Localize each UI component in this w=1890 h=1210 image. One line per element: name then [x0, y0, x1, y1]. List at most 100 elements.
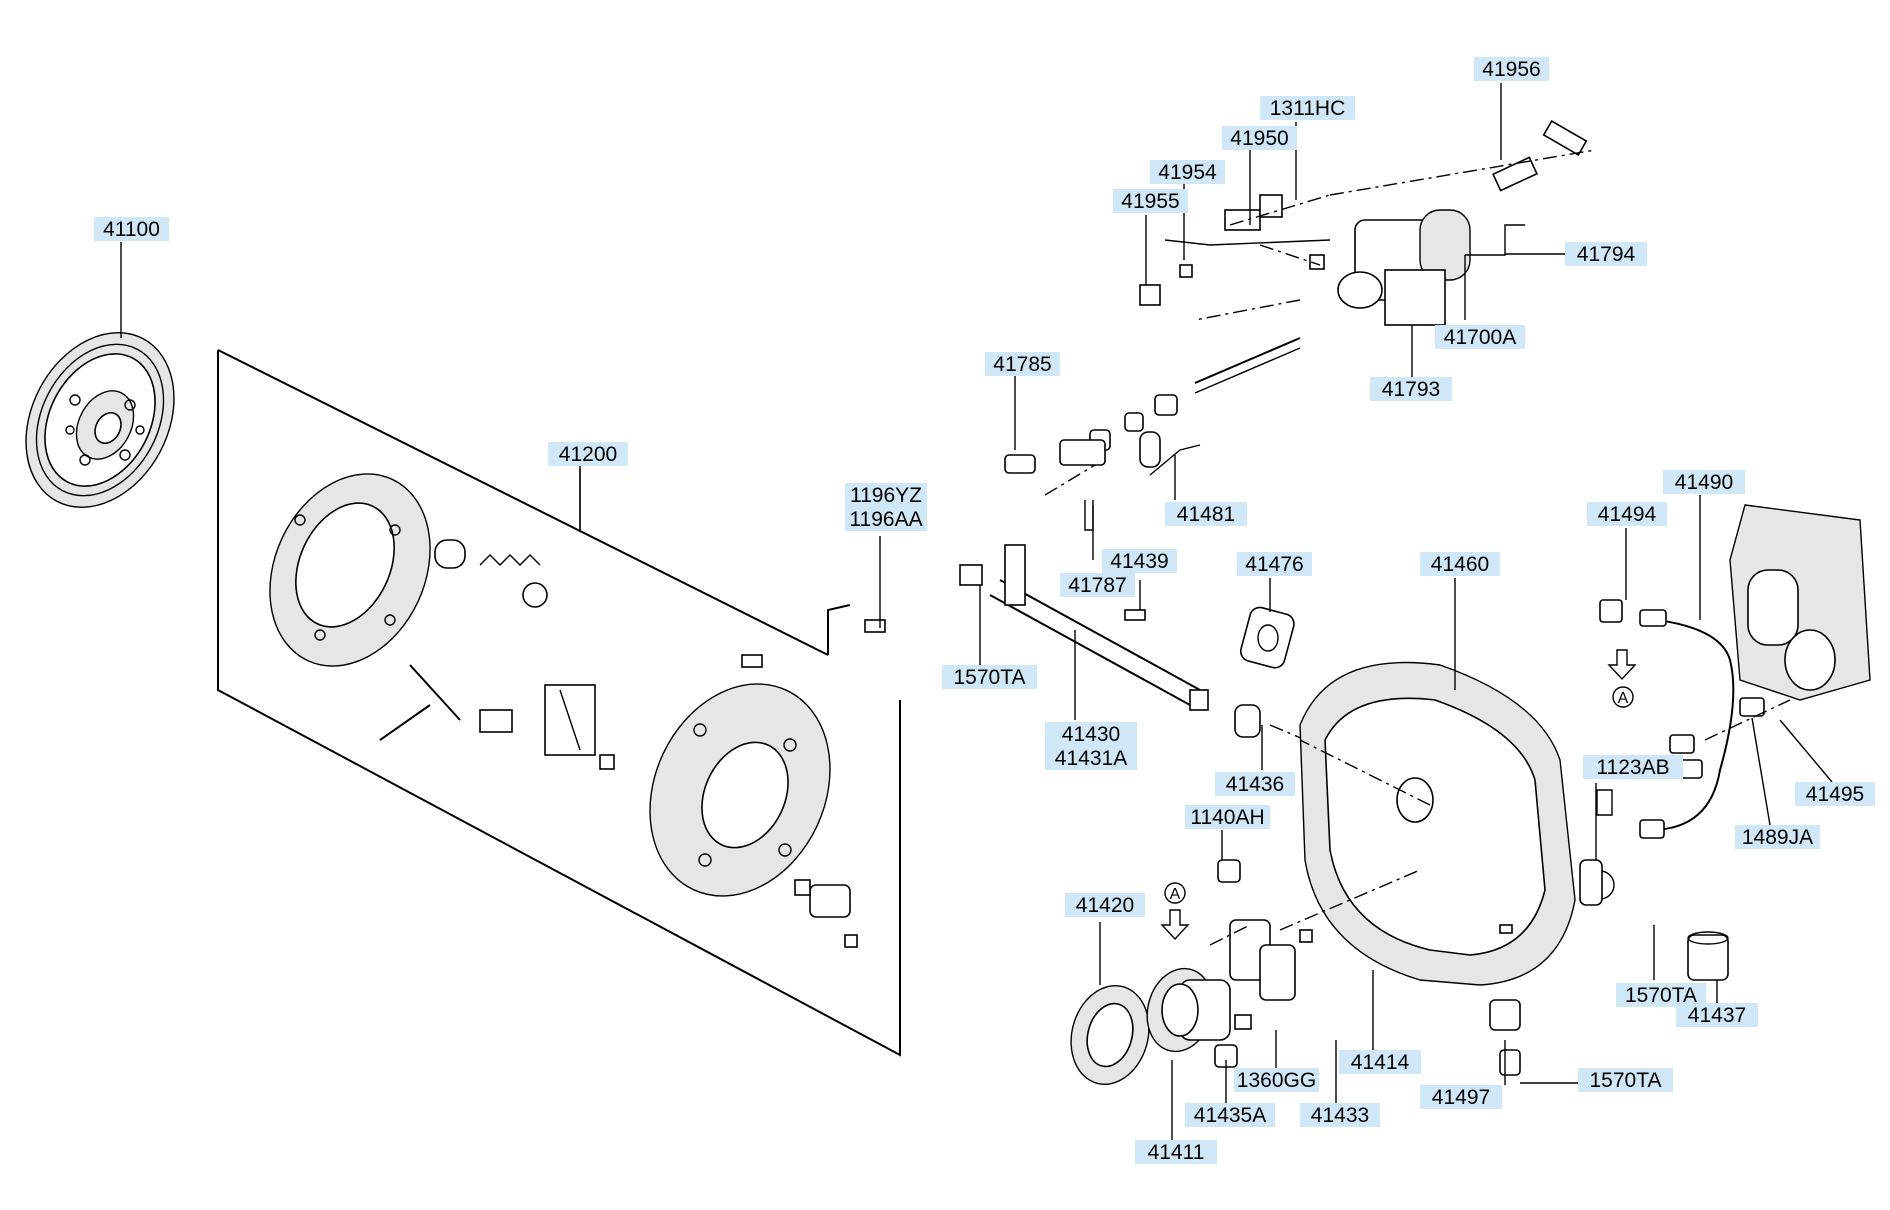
part-number-text: 41787 [1068, 574, 1126, 597]
part-label-41497: 41497 [1420, 1085, 1502, 1109]
part-label-41437: 41437 [1676, 1003, 1758, 1027]
part-number-text: 41436 [1226, 773, 1284, 796]
part-label-41785: 41785 [985, 352, 1060, 376]
part-label-1489ja: 1489JA [1735, 825, 1820, 849]
part-label-41460: 41460 [1420, 552, 1500, 576]
gasket-drawing [1239, 606, 1295, 669]
label-background [94, 217, 169, 241]
part-label-1570ta-a: 1570TA [942, 665, 1037, 689]
part-label-1311hc: 1311HC [1260, 96, 1355, 120]
part-number-text: 1570TA [1625, 984, 1697, 1007]
part-number-text: 41495 [1806, 783, 1864, 806]
part-label-41433: 41433 [1300, 1103, 1380, 1127]
label-background [845, 507, 927, 531]
release-bearing-drawing [1070, 859, 1521, 1085]
part-number-text: 41420 [1076, 894, 1134, 917]
reference-marker-a-top: A [1607, 649, 1637, 708]
part-number-text: 41793 [1382, 378, 1440, 401]
part-number-text: 41700A [1444, 326, 1516, 349]
label-background [548, 442, 628, 466]
part-number-text: 41100 [103, 218, 160, 241]
part-label-41436: 41436 [1215, 772, 1295, 796]
part-label-1140ah: 1140AH [1185, 805, 1270, 829]
part-label-41411: 41411 [1135, 1140, 1217, 1164]
part-label-41794: 41794 [1565, 242, 1647, 266]
part-label-41793: 41793 [1370, 377, 1452, 401]
label-background [845, 483, 927, 507]
part-number-text: 1570TA [954, 666, 1026, 689]
part-label-41420: 41420 [1065, 893, 1145, 917]
release-shaft-parts [959, 337, 1401, 781]
label-background [1215, 772, 1295, 796]
part-label-41100: 41100 [94, 217, 169, 241]
label-background [1150, 160, 1225, 184]
label-background [942, 665, 1037, 689]
label-background [1237, 552, 1312, 576]
label-background [1222, 126, 1297, 150]
leader-lines [120, 83, 1833, 1143]
label-background [1435, 325, 1525, 349]
part-number-text: 41414 [1351, 1051, 1410, 1074]
part-label-1570ta-c: 1570TA [1578, 1068, 1673, 1092]
part-label-41700a: 41700A [1435, 325, 1525, 349]
part-number-text: 41494 [1598, 503, 1657, 526]
label-background [1165, 502, 1247, 526]
label-background [1795, 782, 1875, 806]
label-background [1135, 1140, 1217, 1164]
part-label-41787: 41787 [1060, 573, 1135, 597]
label-background [1587, 502, 1667, 526]
label-background [985, 352, 1060, 376]
rear-cover-drawing [1596, 504, 1871, 981]
svg-text:A: A [1618, 690, 1629, 707]
part-number-text: 1360GG [1237, 1069, 1316, 1092]
part-number-text: 41956 [1482, 58, 1540, 81]
label-background [1234, 1068, 1319, 1092]
part-number-text: 41955 [1121, 190, 1179, 213]
pressure-plate-parts [269, 473, 886, 948]
part-label-41200: 41200 [548, 442, 628, 466]
part-number-text: 41954 [1158, 161, 1217, 184]
part-number-text: 41785 [993, 353, 1051, 376]
label-background [1420, 1085, 1502, 1109]
part-label-41954: 41954 [1150, 160, 1225, 184]
part-number-text: 41490 [1675, 471, 1733, 494]
label-background [1676, 1003, 1758, 1027]
label-background [1102, 549, 1177, 573]
part-number-text: 41430 [1062, 723, 1120, 746]
part-label-41490: 41490 [1663, 470, 1745, 494]
part-label-1360gg: 1360GG [1234, 1068, 1319, 1092]
label-background [1735, 825, 1820, 849]
part-number-text: 41433 [1311, 1104, 1369, 1127]
label-background [1060, 573, 1135, 597]
part-number-text: 1196YZ [850, 484, 922, 507]
label-background [1370, 377, 1452, 401]
label-background [1578, 1068, 1673, 1092]
clutch-disc-drawing [25, 332, 175, 508]
label-background [1065, 893, 1145, 917]
part-number-text: 41435A [1194, 1104, 1266, 1127]
svg-text:A: A [1170, 886, 1181, 903]
part-label-41495: 41495 [1795, 782, 1875, 806]
label-background [1185, 1103, 1275, 1127]
part-number-text: 41460 [1431, 553, 1489, 576]
part-number-text: 41794 [1577, 243, 1636, 266]
reference-marker-a-bottom: A [1160, 882, 1190, 941]
part-label-41494: 41494 [1587, 502, 1667, 526]
label-background [1185, 805, 1270, 829]
label-background [1583, 755, 1683, 779]
part-label-41414: 41414 [1339, 1050, 1421, 1074]
label-background [1474, 57, 1549, 81]
part-number-text: 41431A [1055, 747, 1127, 770]
part-label-41955: 41955 [1113, 189, 1188, 213]
label-background [1045, 746, 1137, 770]
part-number-text: 41481 [1177, 503, 1235, 526]
part-number-text: 1140AH [1190, 806, 1264, 829]
clutch-booster-parts [1139, 119, 1596, 326]
part-label-41481: 41481 [1165, 502, 1247, 526]
label-background [1565, 242, 1647, 266]
label-background [1663, 470, 1745, 494]
label-background [1260, 96, 1355, 120]
part-label-1123ab: 1123AB [1583, 755, 1683, 779]
